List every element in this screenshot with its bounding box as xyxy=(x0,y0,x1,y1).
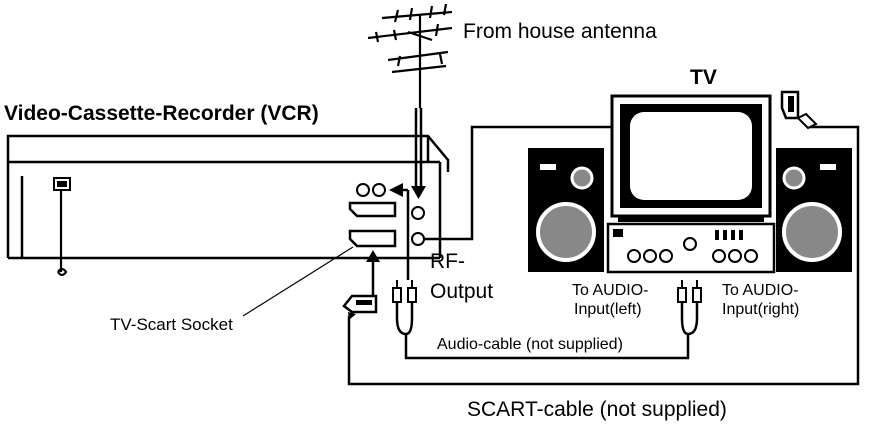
hifi-unit xyxy=(606,222,776,274)
vcr-rf-jacks xyxy=(411,206,425,246)
tv-scart-socket-label: TV-Scart Socket xyxy=(110,315,233,334)
house-antenna xyxy=(367,3,453,108)
audio-jack-arrow xyxy=(389,183,403,197)
tv-title: TV xyxy=(690,66,717,89)
audio-left-label-line2: Input(left) xyxy=(574,301,642,318)
audio-plugs-vcr xyxy=(392,280,417,303)
scart-cable xyxy=(347,125,860,386)
audio-right-label-line2: Input(right) xyxy=(722,301,799,318)
tv-scart-socket-leader xyxy=(242,246,354,317)
vcr-tv-scart-socket xyxy=(348,229,397,248)
rf-output-label-line1: RF- xyxy=(430,250,465,273)
antenna-cable-arrow xyxy=(411,186,426,199)
vcr-body xyxy=(6,134,450,260)
scart-vcr-arrow xyxy=(366,250,380,262)
vcr-title: Video-Cassette-Recorder (VCR) xyxy=(4,102,319,125)
scart-connector-tv xyxy=(780,90,818,130)
speaker-left xyxy=(528,148,604,272)
scart-connector-vcr xyxy=(342,294,378,320)
rf-cable xyxy=(424,125,612,241)
antenna-cable xyxy=(414,108,423,188)
vcr-power-cord xyxy=(53,177,71,277)
rf-output-label-line2: Output xyxy=(430,280,493,303)
vcr-scart-socket-upper xyxy=(348,201,397,218)
audio-right-label-line1: To AUDIO- xyxy=(722,282,798,299)
audio-cable-label: Audio-cable (not supplied) xyxy=(437,336,623,353)
audio-cable xyxy=(395,190,699,360)
vcr-audio-output-jacks xyxy=(356,183,386,197)
tv-set xyxy=(610,94,772,222)
scart-cable-label: SCART-cable (not supplied) xyxy=(467,398,727,421)
speaker-right xyxy=(776,148,852,272)
audio-left-label-line1: To AUDIO- xyxy=(572,282,648,299)
antenna-label: From house antenna xyxy=(463,20,657,43)
audio-plugs-tv xyxy=(677,280,702,303)
